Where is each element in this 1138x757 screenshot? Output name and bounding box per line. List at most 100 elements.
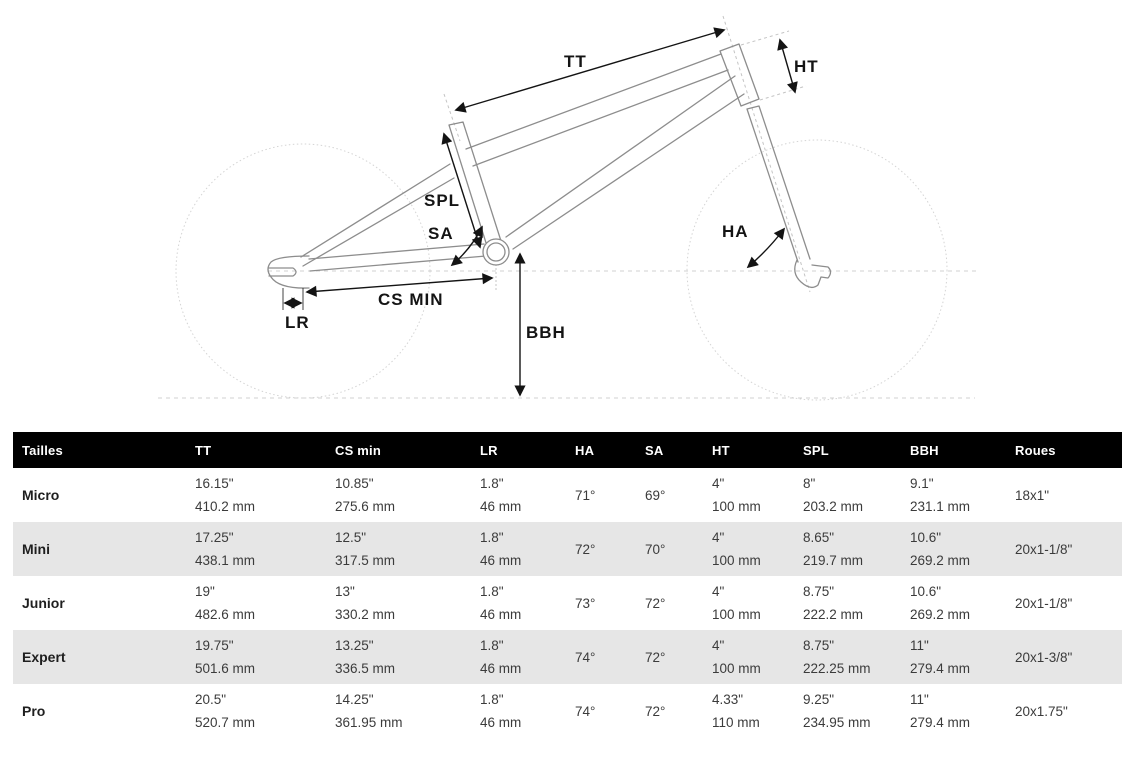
size-label: Pro <box>22 702 46 719</box>
ha-value: 74° <box>575 703 596 719</box>
tt-dimension-arrow <box>454 27 726 113</box>
steering-axis-line <box>722 15 811 293</box>
bbh-label: BBH <box>526 323 566 342</box>
lr-value: 1.8"46 mm <box>480 530 522 568</box>
cs-min-dimension-arrow <box>305 273 494 297</box>
sa-value: 72° <box>645 595 666 611</box>
ha-value: 74° <box>575 649 596 665</box>
spl-value: 8.75"222.2 mm <box>803 584 864 622</box>
sa-angle-arc <box>450 225 483 267</box>
top-tube <box>465 53 729 167</box>
bbh-value: 10.6"269.2 mm <box>910 530 971 568</box>
column-header-lr: LR <box>480 442 498 458</box>
sa-value: 70° <box>645 541 666 557</box>
down-tube <box>505 75 745 250</box>
front-dropout <box>794 259 832 289</box>
table-row-micro: Micro 16.15"410.2 mm 10.85"275.6 mm 1.8"… <box>13 468 1122 522</box>
ht-value: 4.33"110 mm <box>712 692 760 730</box>
ha-value: 72° <box>575 541 596 557</box>
ha-value: 73° <box>575 595 596 611</box>
ht-value: 4"100 mm <box>712 584 761 622</box>
tt-value: 19.75"501.6 mm <box>195 638 256 676</box>
fork-blade <box>746 105 811 263</box>
seat-stay <box>300 163 455 267</box>
sa-value: 72° <box>645 703 666 719</box>
dimension-arrows <box>282 27 798 397</box>
roues-value: 20x1-3/8" <box>1015 649 1073 665</box>
seat-tube <box>448 121 502 247</box>
cs-min-value: 13.25"336.5 mm <box>335 638 396 676</box>
tt-value: 16.15"410.2 mm <box>195 476 256 514</box>
ha-label: HA <box>722 222 749 241</box>
head-tube <box>719 43 760 107</box>
ht-label: HT <box>794 57 819 76</box>
cs-min-value: 10.85"275.6 mm <box>335 476 396 514</box>
ht-value: 4"100 mm <box>712 530 761 568</box>
ha-angle-arc <box>746 227 786 269</box>
roues-value: 20x1.75" <box>1015 703 1068 719</box>
reference-lines <box>158 15 978 399</box>
spl-value: 8.75"222.25 mm <box>803 638 871 676</box>
lr-value: 1.8"46 mm <box>480 692 522 730</box>
sa-value: 72° <box>645 649 666 665</box>
bike-geometry-diagram: TT HT SPL SA HA CS MIN LR BBH <box>158 15 978 401</box>
spl-value: 8.65"219.7 mm <box>803 530 864 568</box>
table-row-mini: Mini 17.25"438.1 mm 12.5"317.5 mm 1.8"46… <box>13 522 1122 576</box>
table-row-junior: Junior 19"482.6 mm 13"330.2 mm 1.8"46 mm… <box>13 576 1122 630</box>
seat-axis-extension-line <box>443 93 461 142</box>
lr-value: 1.8"46 mm <box>480 476 522 514</box>
roues-value: 18x1" <box>1015 487 1050 503</box>
sa-value: 69° <box>645 487 666 503</box>
cs-min-value: 13"330.2 mm <box>335 584 396 622</box>
column-header-bbh: BBH <box>910 442 939 458</box>
frame-outline <box>267 43 832 289</box>
column-header-tt: TT <box>195 442 212 458</box>
size-label: Junior <box>22 594 65 611</box>
ht-value: 4"100 mm <box>712 476 761 514</box>
roues-value: 20x1-1/8" <box>1015 595 1073 611</box>
bbh-value: 10.6"269.2 mm <box>910 584 971 622</box>
ht-extension-top-line <box>740 30 790 46</box>
lr-label: LR <box>285 313 310 332</box>
dimension-labels: TT HT SPL SA HA CS MIN LR BBH <box>285 52 819 342</box>
column-header-sa: SA <box>645 442 664 458</box>
front-wheel-circle <box>686 139 948 401</box>
spl-label: SPL <box>424 191 460 210</box>
table-header-row: Tailles TT CS min LR HA SA HT SPL BBH Ro… <box>13 432 1122 468</box>
column-header-ht: HT <box>712 442 730 458</box>
ht-dimension-arrow <box>777 38 798 94</box>
column-header-cs-min: CS min <box>335 442 381 458</box>
tt-value: 17.25"438.1 mm <box>195 530 256 568</box>
rear-dropout <box>267 255 310 289</box>
ht-value: 4"100 mm <box>712 638 761 676</box>
tt-label: TT <box>564 52 587 71</box>
column-header-ha: HA <box>575 442 595 458</box>
column-header-tailles: Tailles <box>22 442 63 458</box>
lr-value: 1.8"46 mm <box>480 584 522 622</box>
bbh-value: 11"279.4 mm <box>910 692 971 730</box>
table-row-expert: Expert 19.75"501.6 mm 13.25"336.5 mm 1.8… <box>13 630 1122 684</box>
wheel-circles <box>175 139 948 401</box>
ht-extension-bottom-line <box>759 85 807 101</box>
roues-value: 20x1-1/8" <box>1015 541 1073 557</box>
bbh-value: 9.1"231.1 mm <box>910 476 971 514</box>
table-row-pro: Pro 20.5"520.7 mm 14.25"361.95 mm 1.8"46… <box>13 684 1122 738</box>
cs-min-value: 12.5"317.5 mm <box>335 530 396 568</box>
sa-label: SA <box>428 224 454 243</box>
ha-value: 71° <box>575 487 596 503</box>
column-header-roues: Roues <box>1015 442 1056 458</box>
cs-min-value: 14.25"361.95 mm <box>335 692 403 730</box>
size-label: Mini <box>22 540 50 557</box>
tt-value: 19"482.6 mm <box>195 584 256 622</box>
bottom-bracket-inner <box>486 242 506 262</box>
size-label: Micro <box>22 486 60 503</box>
column-header-spl: SPL <box>803 442 829 458</box>
tt-value: 20.5"520.7 mm <box>195 692 256 730</box>
lr-value: 1.8"46 mm <box>480 638 522 676</box>
bbh-value: 11"279.4 mm <box>910 638 971 676</box>
spl-value: 9.25"234.95 mm <box>803 692 871 730</box>
size-label: Expert <box>22 648 66 665</box>
spl-value: 8"203.2 mm <box>803 476 864 514</box>
cs-min-label: CS MIN <box>378 290 444 309</box>
